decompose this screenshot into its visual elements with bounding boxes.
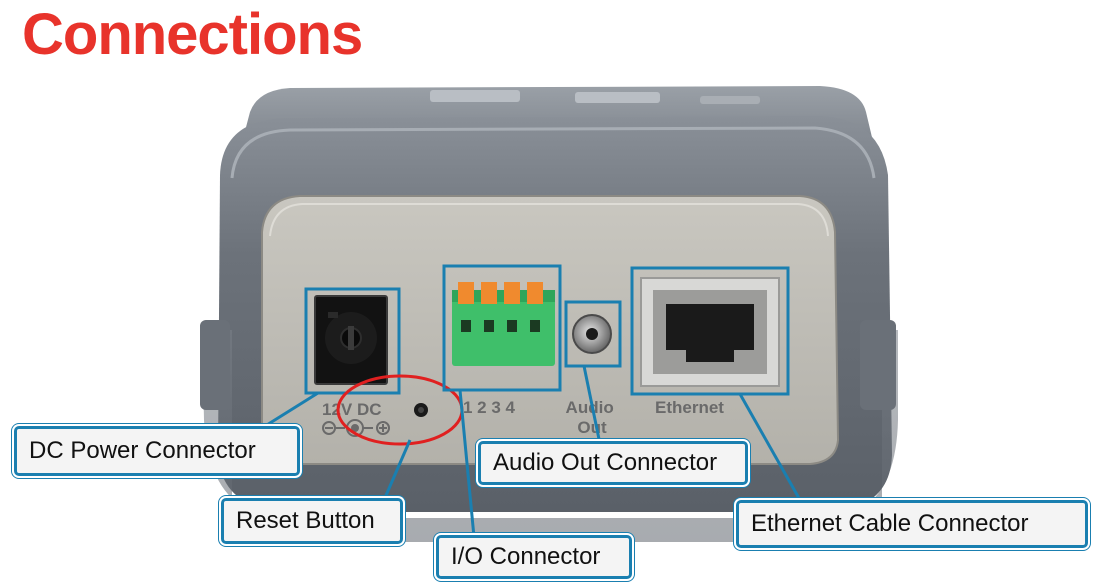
dc-voltage-label: 12V DC [322, 400, 382, 419]
dc-power-leader-line [261, 391, 319, 430]
audio-out-panel-label: Audio Out [566, 398, 619, 437]
ethernet-cable-connector-callout: Ethernet Cable Connector [736, 500, 1088, 548]
io-pin-numbers-label: 1 2 3 4 [463, 398, 516, 417]
io-leader-line [458, 389, 476, 538]
audio-out-connector-callout: Audio Out Connector [478, 441, 748, 485]
dc-power-connector-callout: DC Power Connector [14, 426, 300, 476]
ethernet-port [640, 277, 780, 387]
reset-button-callout: Reset Button [221, 498, 403, 544]
ethernet-panel-label: Ethernet [655, 398, 724, 417]
dc-power-jack [314, 295, 388, 385]
callout-leader-lines [261, 365, 802, 538]
reset-leader-line [382, 439, 412, 501]
ethernet-leader-line [738, 393, 802, 501]
page-title: Connections [22, 2, 363, 67]
io-connector-callout: I/O Connector [436, 535, 632, 579]
audio-out-jack [572, 314, 612, 354]
io-highlight-box [442, 264, 562, 392]
audio-highlight-box [564, 300, 622, 368]
ethernet-highlight-box [630, 266, 790, 396]
audio-leader-line [582, 365, 602, 445]
reset-button-hole [414, 403, 428, 417]
dc-power-highlight-box [304, 287, 401, 395]
io-terminal-block [452, 282, 555, 366]
